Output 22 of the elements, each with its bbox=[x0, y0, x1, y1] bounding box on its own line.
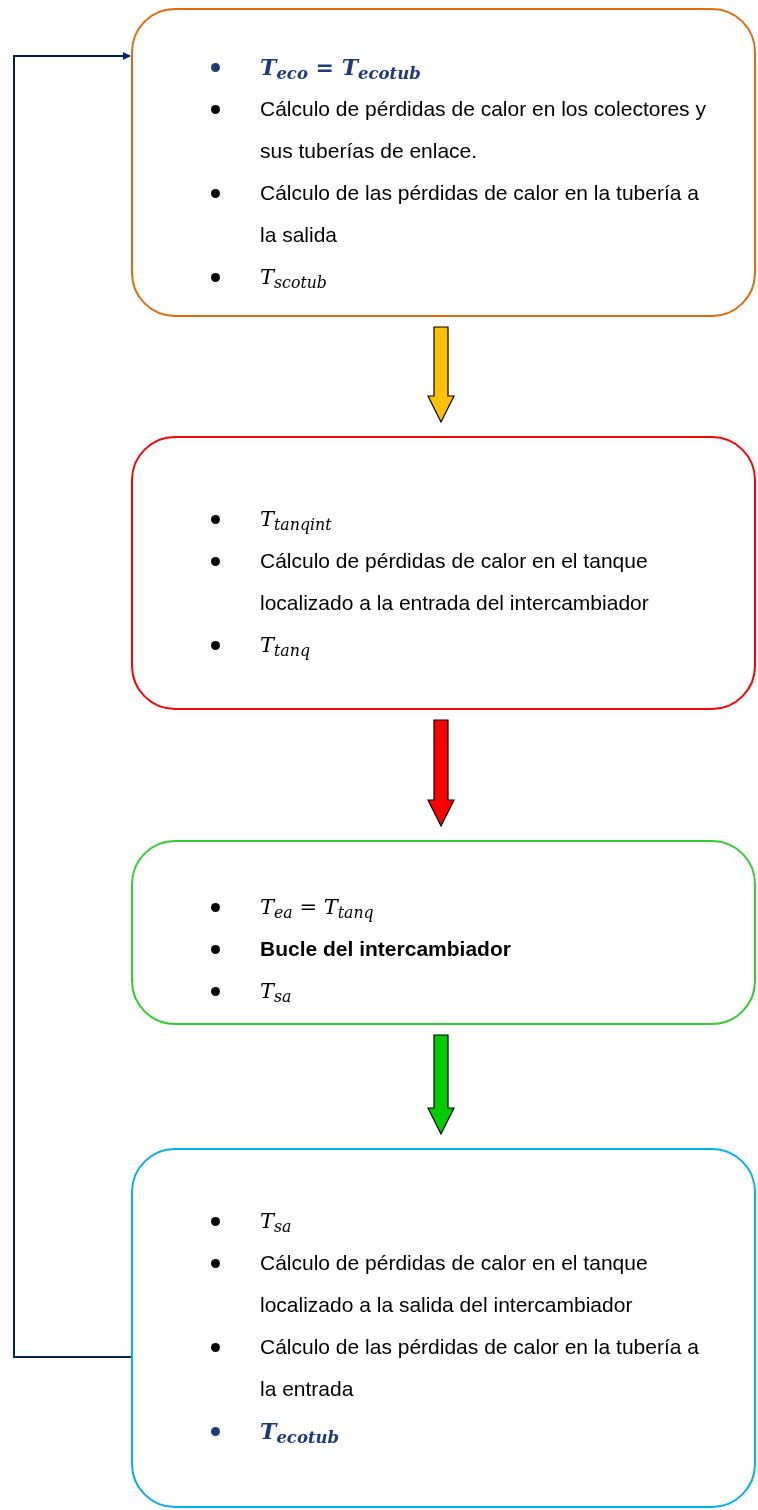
feedback-arrow bbox=[13, 52, 132, 1358]
bullet-text: T$_{scotub}$ bbox=[260, 264, 327, 294]
bullet-text: T$_{eco}$ = T$_{ecotub}$ bbox=[260, 53, 421, 86]
process-box bbox=[131, 8, 756, 317]
bullet-text: Cálculo de pérdidas de calor en los colectores y sus tuberías de enlace. bbox=[260, 96, 707, 164]
block-arrow bbox=[427, 326, 455, 424]
block-arrow bbox=[427, 1034, 455, 1136]
bullet-text: Cálculo de las pérdidas de calor en la tubería a la salida bbox=[260, 180, 700, 248]
block-arrow bbox=[427, 719, 455, 828]
bullet-text: T$_{ecotub}$ bbox=[260, 1417, 340, 1450]
bullet-text: Cálculo de pérdidas de calor en el tanque localizado a la salida del intercambiador bbox=[260, 1250, 649, 1318]
bullet-text: T$_{ea}$ = T$_{tanq}$ bbox=[260, 894, 374, 924]
bullet-text: T$_{tanqint}$ bbox=[260, 506, 332, 536]
process-box bbox=[131, 840, 756, 1025]
process-box bbox=[131, 436, 756, 710]
process-box bbox=[131, 1148, 756, 1508]
bullet-text: T$_{sa}$ bbox=[260, 978, 292, 1008]
bullet-text: Cálculo de pérdidas de calor en el tanque localizado a la entrada del intercambiador bbox=[260, 548, 650, 616]
bullet-text: Bucle del intercambiador bbox=[260, 936, 511, 962]
bullet-text: T$_{tanq}$ bbox=[260, 632, 310, 662]
bullet-text: Cálculo de las pérdidas de calor en la tubería a la entrada bbox=[260, 1334, 700, 1402]
bullet-text: T$_{sa}$ bbox=[260, 1208, 292, 1238]
